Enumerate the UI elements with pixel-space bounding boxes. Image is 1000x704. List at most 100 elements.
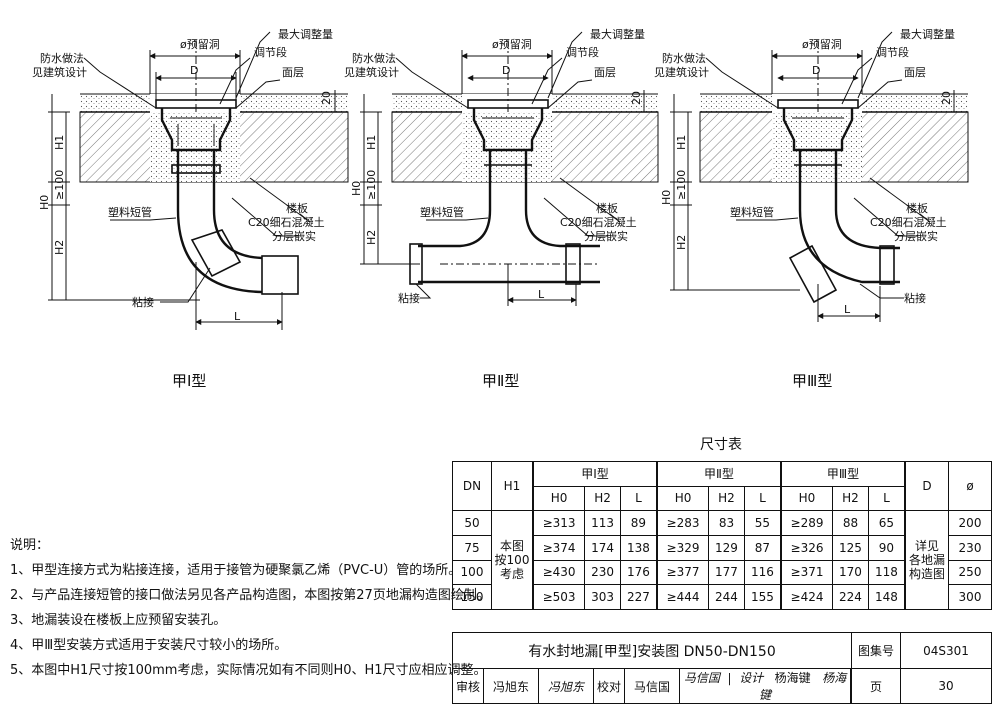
cell-value: 87 (743, 534, 782, 561)
group-title-1: 甲Ⅰ型 (532, 461, 658, 487)
label-hole: ø预留洞 (802, 38, 842, 51)
label-waterproof-2: 见建筑设计 (654, 65, 709, 79)
drain-body (472, 108, 544, 152)
h1-note: 本图 按100 考虑 (491, 510, 534, 610)
group-title-3: 甲Ⅲ型 (779, 461, 906, 487)
table-header-row: DN H1 甲Ⅰ型 甲Ⅱ型 甲Ⅲ型 D ø (452, 460, 992, 512)
cell-value: 174 (584, 534, 621, 561)
atlas-label: 图集号 (851, 632, 901, 669)
label-surface: 面层 (594, 66, 616, 79)
label-c20: C20细石混凝土 (248, 215, 325, 229)
note-item: 2、与产品连接短管的接口做法另见各产品构造图，本图按第27页地漏构造图绘制。 (10, 588, 490, 603)
cell-value: 230 (584, 559, 621, 586)
dim-h0: H0 (660, 190, 673, 205)
size-table: DN H1 甲Ⅰ型 甲Ⅱ型 甲Ⅲ型 D ø H0 H2 L H0 H2 L H0… (452, 460, 992, 610)
h1-note-line: 考虑 (499, 567, 524, 582)
label-adjust-section: 调节段 (876, 45, 909, 59)
cell-value: ≥377 (655, 559, 710, 586)
cell-value: ≥289 (779, 510, 834, 536)
sub-col-h2: H2 (708, 485, 745, 512)
cell-phi: 250 (948, 559, 992, 586)
label-surface: 面层 (904, 66, 926, 79)
cell-value: 55 (743, 510, 782, 536)
table-row: 50 本图 按100 考虑 ≥313 113 89 ≥283 83 55 ≥28… (452, 510, 992, 610)
col-h1: H1 (491, 460, 534, 512)
label-c20: C20细石混凝土 (870, 215, 947, 229)
label-floor-slab: 楼板 (596, 201, 618, 215)
sub-col-h0: H0 (655, 485, 710, 512)
sub-col-h0: H0 (532, 485, 586, 512)
dim-h0: H0 (350, 181, 363, 196)
cell-value: 176 (619, 559, 658, 586)
dim-l: L (234, 310, 241, 323)
label-c20: C20细石混凝土 (560, 215, 637, 229)
note-item: 1、甲型连接方式为粘接连接，适用于接管为硬聚氯乙烯（PVC-U）管的场所。 (10, 563, 462, 578)
label-max-adjust: 最大调整量 (590, 27, 645, 41)
label-waterproof: 防水做法 (352, 51, 396, 65)
dim-h1: H1 (53, 135, 66, 150)
table-row: 75 ≥374 174 138 ≥329 129 87 ≥326 125 90 … (452, 534, 992, 561)
dim-l: L (844, 303, 851, 316)
designer-signature: 杨海键 (758, 671, 847, 702)
dim-h2: H2 (365, 230, 378, 245)
table-caption: 尺寸表 (700, 437, 742, 453)
cell-value: ≥313 (532, 510, 586, 536)
sub-col-l: L (743, 485, 782, 512)
pipe-fitting (788, 244, 838, 304)
diagram-type-2: 最大调整量 ø预留洞 调节段 防水做法 见建筑设计 面层 D 20 H1 ≥10… (344, 27, 659, 390)
label-surface: 面层 (282, 66, 304, 79)
reviewer-name: 冯旭东 (483, 668, 539, 704)
dim-20: 20 (940, 91, 953, 105)
checker-signature-text: 马信国 (683, 671, 720, 685)
cell-dn: 50 (452, 510, 492, 536)
cell-phi: 300 (948, 584, 992, 610)
designer-name: 杨海键 (774, 671, 811, 685)
cell-value: ≥424 (779, 584, 834, 610)
col-d: D (904, 460, 949, 512)
label-max-adjust: 最大调整量 (278, 27, 333, 41)
label-plastic-pipe: 塑料短管 (420, 205, 464, 219)
reviewer-signature: 冯旭东 (538, 668, 594, 704)
diagram-type-3: 最大调整量 ø预留洞 调节段 防水做法 见建筑设计 面层 D 20 H1 ≥10… (654, 27, 969, 390)
label-c20-2: 分层嵌实 (584, 229, 628, 243)
label-waterproof-2: 见建筑设计 (344, 65, 399, 79)
label-glue-joint: 粘接 (904, 291, 926, 305)
check-label: 校对 (593, 668, 625, 704)
dim-h0: H0 (38, 195, 51, 210)
label-max-adjust: 最大调整量 (900, 27, 955, 41)
cell-value: 90 (867, 534, 906, 561)
page-label: 页 (851, 668, 901, 704)
cell-value: 116 (743, 559, 782, 586)
label-adjust-section: 调节段 (254, 45, 287, 59)
label-hole: ø预留洞 (492, 38, 532, 51)
cell-phi: 230 (948, 534, 992, 561)
table-subheader-row: H0 H2 L H0 H2 L H0 H2 L (453, 485, 992, 512)
title-block: 有水封地漏[甲型]安装图 DN50-DN150 图集号 04S301 审核 冯旭… (452, 632, 992, 704)
sub-col-l: L (619, 485, 658, 512)
table-row: 150 ≥503 303 227 ≥444 244 155 ≥424 224 1… (452, 584, 992, 610)
cell-value: 227 (619, 584, 658, 610)
dim-ge100: ≥100 (53, 170, 66, 200)
d-note: 详见 各地漏 构造图 (904, 510, 949, 610)
label-hole: ø预留洞 (180, 38, 220, 51)
label-waterproof: 防水做法 (662, 51, 706, 65)
checker-signature: 马信国 | 设计 杨海键 杨海键 (679, 668, 851, 704)
label-floor-slab: 楼板 (906, 201, 928, 215)
cell-value: 177 (708, 559, 745, 586)
col-phi: ø (948, 460, 992, 512)
label-floor-slab: 楼板 (286, 201, 308, 215)
type-title-3: 甲Ⅲ型 (792, 372, 832, 390)
review-label: 审核 (452, 668, 484, 704)
cell-value: 89 (619, 510, 658, 536)
pipe (798, 150, 900, 284)
cell-dn: 150 (452, 584, 492, 610)
sub-col-l: L (867, 485, 906, 512)
cell-value: 224 (832, 584, 869, 610)
label-c20-2: 分层嵌实 (894, 229, 938, 243)
dim-20: 20 (320, 91, 333, 105)
cell-value: 303 (584, 584, 621, 610)
sub-col-h2: H2 (832, 485, 869, 512)
cell-value: 244 (708, 584, 745, 610)
table-row: 100 ≥430 230 176 ≥377 177 116 ≥371 170 1… (452, 559, 992, 586)
